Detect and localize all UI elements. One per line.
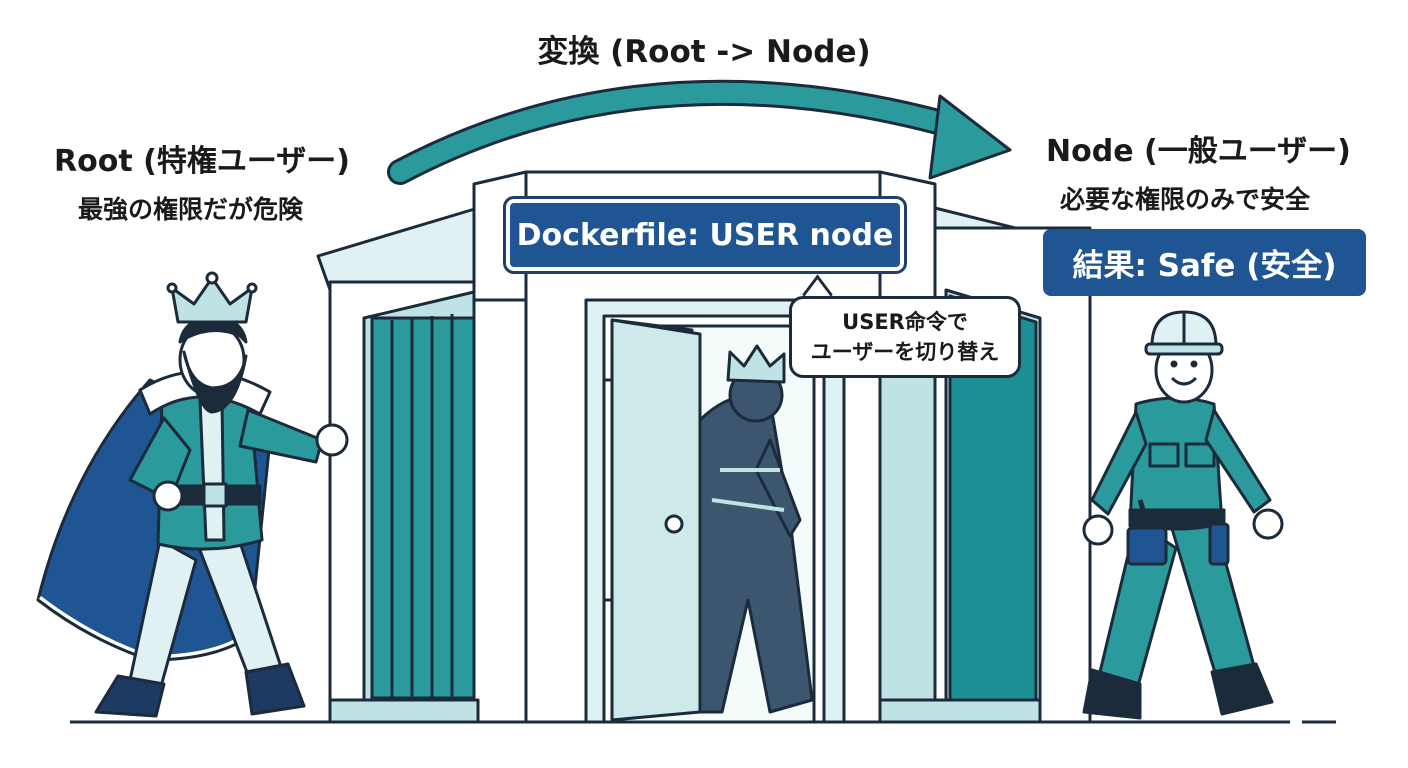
node-worker-figure [1082, 310, 1284, 720]
speech-bubble-line-2: ユーザーを切り替え [810, 340, 1000, 364]
tool-belt-icon [1126, 499, 1230, 566]
left-curtain [370, 314, 476, 722]
dockerfile-sign: Dockerfile: USER node [503, 196, 907, 274]
root-king-figure [34, 271, 349, 718]
root-subtitle: 最強の権限だが危険 [78, 195, 304, 224]
open-door [604, 318, 702, 722]
node-subtitle: 必要な権限のみで安全 [1060, 185, 1311, 214]
hard-hat-icon [1144, 310, 1224, 356]
speech-bubble: USER命令で ユーザーを切り替え [789, 296, 1021, 378]
curved-arrow-icon [387, 79, 1012, 185]
king-crown-icon [170, 276, 254, 324]
result-badge: 結果: Safe (安全) [1043, 229, 1366, 296]
node-title: Node (一般ユーザー) [1046, 134, 1351, 169]
speech-bubble-line-1: USER命令で [842, 310, 968, 334]
shadow-king-figure [688, 344, 814, 714]
arrow-label: 変換 (Root -> Node) [537, 34, 871, 70]
root-title: Root (特権ユーザー) [54, 144, 350, 179]
